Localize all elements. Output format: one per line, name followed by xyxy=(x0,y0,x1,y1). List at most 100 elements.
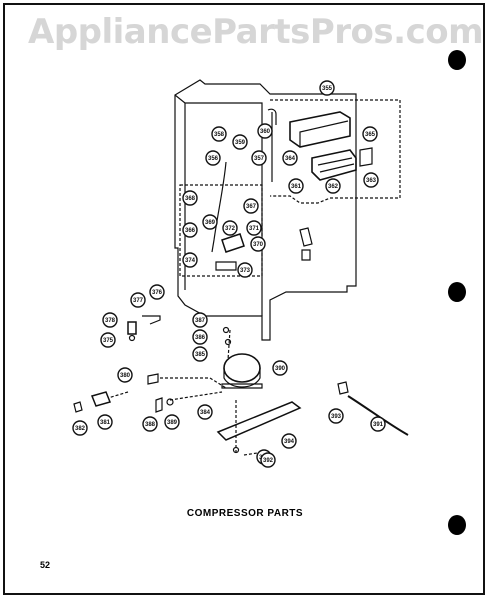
diagram-caption: COMPRESSOR PARTS xyxy=(186,508,304,519)
callout-bubble xyxy=(192,312,208,328)
callout-362: 362 xyxy=(325,178,341,194)
cabinet-outline xyxy=(174,79,357,341)
callout-label: 388 xyxy=(145,422,156,428)
callout-380: 380 xyxy=(117,367,133,383)
callout-386: 386 xyxy=(192,329,208,345)
callout-370: 370 xyxy=(250,236,266,252)
callout-bubble xyxy=(250,236,266,252)
callout-label: 355 xyxy=(322,86,333,92)
callout-bubble xyxy=(182,252,198,268)
callout-bubble xyxy=(362,126,378,142)
callout-bubble xyxy=(232,134,248,150)
callout-bubble xyxy=(281,433,297,449)
callout-392: 392 xyxy=(260,452,276,468)
callout-367: 367 xyxy=(243,198,259,214)
callout-label: 373 xyxy=(240,268,251,274)
capacitor xyxy=(127,321,137,335)
callout-label: 365 xyxy=(365,132,376,138)
callout-bubble xyxy=(363,172,379,188)
callout-bubble xyxy=(102,312,118,328)
callout-label: 363 xyxy=(366,178,377,184)
callout-bubble xyxy=(97,414,113,430)
base-plate xyxy=(216,401,302,441)
fill-tube xyxy=(267,108,277,182)
callout-390: 390 xyxy=(272,360,288,376)
callout-368: 368 xyxy=(182,190,198,206)
callout-bubble xyxy=(319,80,335,96)
callout-361: 361 xyxy=(288,178,304,194)
callout-label: 387 xyxy=(195,318,206,324)
callout-label: 368 xyxy=(185,196,196,202)
callout-label: 364 xyxy=(285,156,296,162)
callout-bubble xyxy=(192,329,208,345)
callout-358: 358 xyxy=(211,126,227,142)
callout-371: 371 xyxy=(246,220,262,236)
callout-bubble xyxy=(164,414,180,430)
callout-label: 357 xyxy=(254,156,265,162)
callout-359: 359 xyxy=(232,134,248,150)
callout-bubble xyxy=(272,360,288,376)
callout-label: 394 xyxy=(284,439,295,445)
callout-bubble xyxy=(370,416,386,432)
binder-hole-bottom xyxy=(448,515,466,535)
binder-hole-top xyxy=(448,50,466,70)
compressor xyxy=(223,353,261,383)
callout-label: 384 xyxy=(200,410,211,416)
callout-bubble xyxy=(246,220,262,236)
callout-label: 370 xyxy=(253,242,264,248)
callout-label: 380 xyxy=(120,373,131,379)
callout-bubble xyxy=(192,346,208,362)
callout-388: 388 xyxy=(142,416,158,432)
callout-label: 382 xyxy=(75,426,86,432)
callout-377: 377 xyxy=(130,292,146,308)
callout-384: 384 xyxy=(197,404,213,420)
callout-label: 358 xyxy=(214,132,225,138)
callout-378: 378 xyxy=(102,312,118,328)
callout-bubble xyxy=(205,150,221,166)
callout-bubble xyxy=(328,408,344,424)
callout-bubble xyxy=(325,178,341,194)
icemaker-detail-box xyxy=(270,99,401,204)
callout-label: 391 xyxy=(373,422,384,428)
callout-label: 386 xyxy=(195,335,206,341)
callout-356: 356 xyxy=(205,150,221,166)
callout-layer: 355 356 358 359 357 360 364 365 363 362 361 367 368 3… xyxy=(72,80,386,468)
callout-bubble xyxy=(182,190,198,206)
page-frame xyxy=(3,3,485,595)
callout-366: 366 xyxy=(182,222,198,238)
callout-381: 381 xyxy=(97,414,113,430)
callout-bubble xyxy=(211,126,227,142)
callout-bubble xyxy=(149,284,165,300)
callout-label: 392 xyxy=(263,458,274,464)
binder-hole-middle xyxy=(448,282,466,302)
callout-label: 374 xyxy=(185,258,196,264)
callout-bubble xyxy=(260,452,276,468)
callout-label: 367 xyxy=(246,204,257,210)
callout-label: 389 xyxy=(167,420,178,426)
relay-cover xyxy=(90,391,112,407)
callout-bubble xyxy=(222,220,238,236)
callout-bubble xyxy=(182,222,198,238)
callout-376: 376 xyxy=(149,284,165,300)
callout-357: 357 xyxy=(251,150,267,166)
water-line xyxy=(211,161,227,253)
callout-label: 381 xyxy=(100,420,111,426)
callout-bubble xyxy=(251,150,267,166)
callout-bubble xyxy=(117,367,133,383)
callout-bubble xyxy=(100,332,116,348)
ice-bin xyxy=(289,111,351,148)
callout-355: 355 xyxy=(319,80,335,96)
callout-label: 360 xyxy=(260,129,271,135)
callout-label: 375 xyxy=(103,338,114,344)
callout-label: 376 xyxy=(152,290,163,296)
valve-bracket xyxy=(215,261,237,271)
callout-label: 377 xyxy=(133,298,144,304)
callout-393: 393 xyxy=(328,408,344,424)
callout-365: 365 xyxy=(362,126,378,142)
callout-bubble xyxy=(237,262,253,278)
callout-364: 364 xyxy=(282,150,298,166)
callout-391: 391 xyxy=(370,416,386,432)
callout-382: 382 xyxy=(72,420,88,436)
callout-bubble xyxy=(243,198,259,214)
